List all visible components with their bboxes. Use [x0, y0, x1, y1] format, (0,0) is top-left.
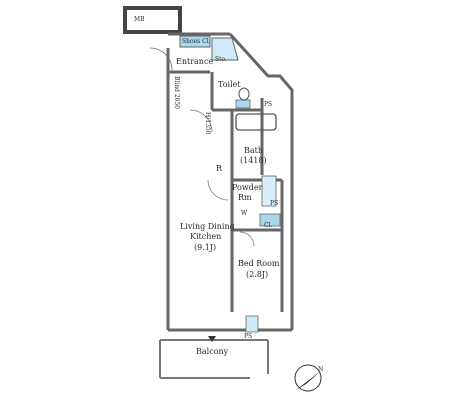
- room-label-balcony: Balcony: [196, 347, 229, 356]
- room-label-bath-size: (1418): [240, 156, 267, 165]
- closet-accents: [179, 35, 281, 333]
- room-label-bath: Bath: [244, 146, 264, 155]
- room-label-sto: Sto.: [215, 56, 227, 63]
- room-label-powder-rm: Rm: [238, 193, 252, 202]
- room-label-entrance: Entrance: [176, 57, 214, 66]
- room-label-w: W: [241, 210, 248, 217]
- room-label-bedroom-size: (2.8J): [246, 270, 269, 279]
- room-label-ldk: Living Dining: [180, 222, 235, 231]
- room-label-ldk-size: (9.1J): [194, 243, 217, 252]
- room-label-r: R: [216, 164, 223, 173]
- mb-box: [123, 6, 182, 34]
- door-swings: [149, 47, 255, 247]
- bathtub: [235, 113, 277, 131]
- dimension-left: Blind 2050: [173, 76, 180, 110]
- room-label-ps-top: PS: [264, 101, 273, 108]
- room-label-toilet: Toilet: [218, 80, 241, 89]
- north-arrow-icon: [294, 364, 322, 392]
- room-label-kitchen: Kitchen: [190, 232, 222, 241]
- room-label-bedroom: Bed Room: [238, 259, 280, 268]
- room-label-ps-mid: PS: [270, 200, 279, 207]
- room-label-cl: Cl.: [264, 222, 273, 229]
- room-label-mb: MB: [134, 16, 145, 23]
- room-label-ps-bottom: PS: [244, 333, 253, 340]
- dimension-mid: H/1350: [204, 112, 211, 135]
- room-label-powder: Powder: [232, 183, 263, 192]
- room-label-shoes-cl: Shoes Cl.: [182, 38, 211, 45]
- balcony-door-marker: [208, 336, 216, 342]
- toilet-fixture: [238, 87, 250, 101]
- north-label: N: [318, 366, 324, 373]
- balcony-outline: [159, 339, 269, 379]
